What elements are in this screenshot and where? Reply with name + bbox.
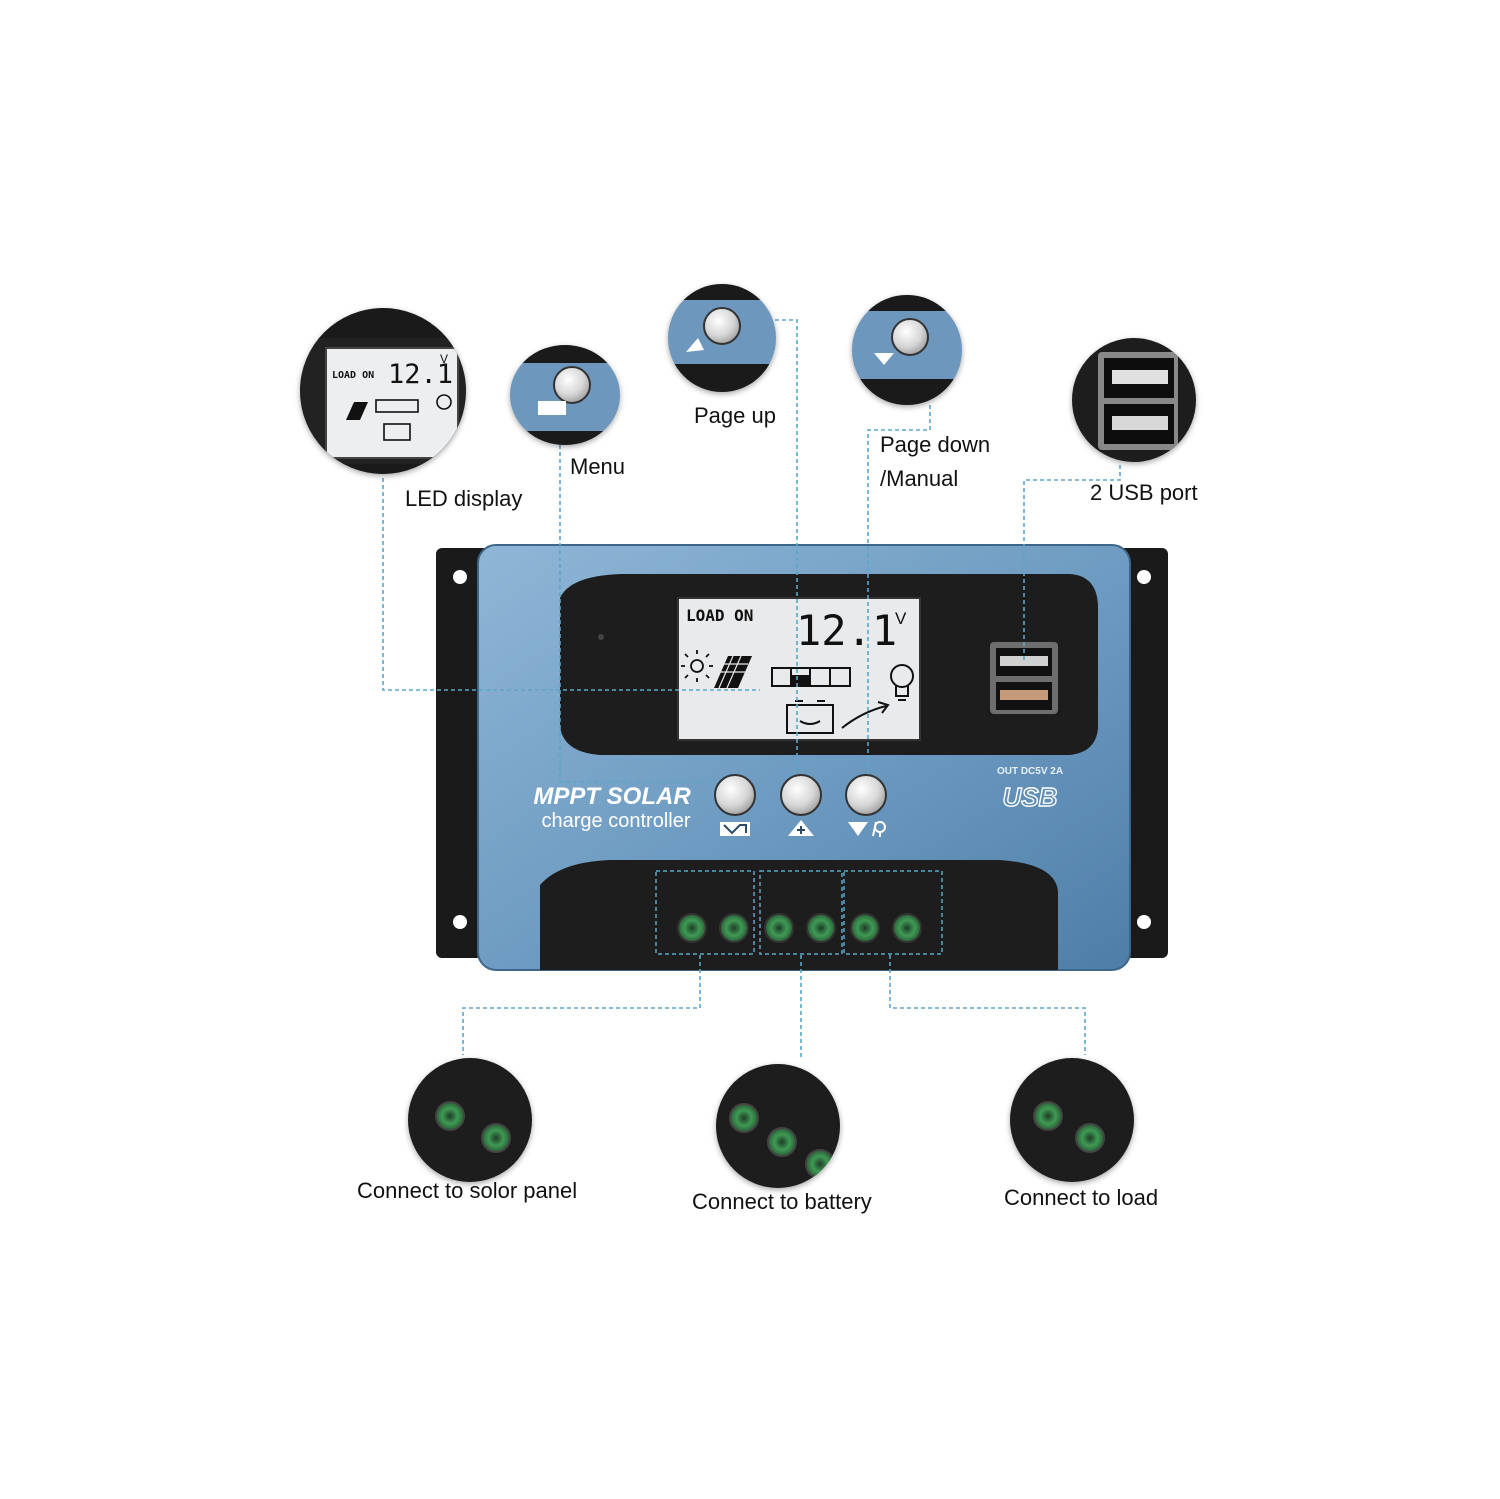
down-bulb-icon [848,821,886,837]
label-led-display: LED display [405,486,523,511]
plus-icon [788,820,814,836]
brand-line1: MPPT SOLAR [533,783,691,810]
usb-rating: OUT DC5V 2A [997,766,1063,777]
zoom-led-display: LOAD ON 12.1 V [300,308,466,474]
zoom-menu-svg [510,345,620,445]
zoom-page-down-button [852,295,962,405]
zoom-battery-svg [729,1103,835,1179]
zoom-usb-port [1072,338,1196,462]
label-solar-panel: Connect to solor panel [357,1178,578,1203]
label-page-down: Page down [880,432,991,457]
device-buttons [714,774,887,816]
label-battery: Connect to battery [692,1189,872,1214]
zoom-led-display-svg: LOAD ON 12.1 V [300,308,466,474]
zoom-solar-svg [435,1101,511,1153]
zoom-load-terminals [1010,1058,1134,1182]
zoom-solar-terminals [408,1058,532,1182]
label-load: Connect to load [1004,1185,1159,1210]
zoom-lcd-value: 12.1 [388,359,453,390]
label-menu: Menu [570,454,626,479]
lcd-status: LOAD ON [686,606,753,625]
usb-port-icon [990,642,1058,714]
zoom-battery-terminals [716,1064,840,1188]
zoom-lcd-status: LOAD ON [332,370,374,381]
label-usb-port: 2 USB port [1090,480,1198,505]
zoom-menu-button [510,345,620,445]
arrow-icon [841,701,890,729]
bulb-icon [890,664,914,701]
solar-panel-icon [714,655,752,689]
menu-button-icon [720,822,750,836]
leader-lines [382,319,1121,1060]
zoom-page-down-svg [852,295,962,405]
label-manual: /Manual [880,466,959,491]
zoom-usb-svg [1098,352,1178,450]
zoom-page-up-svg [668,284,776,392]
battery-level-icon [771,667,851,687]
sun-icon [681,650,713,682]
zoom-load-svg [1033,1101,1105,1153]
zoom-lcd-unit: V [440,352,448,366]
terminal-panel [540,860,1058,970]
battery-icon [786,700,834,734]
lcd-unit: V [895,609,907,628]
zoom-page-up-button [668,284,776,392]
usb-logo: USB [1003,782,1058,812]
terminals [677,913,922,943]
label-page-up: Page up [694,403,776,428]
brand-line2: charge controller [542,810,691,832]
lcd-value: 12.1 [796,606,897,655]
